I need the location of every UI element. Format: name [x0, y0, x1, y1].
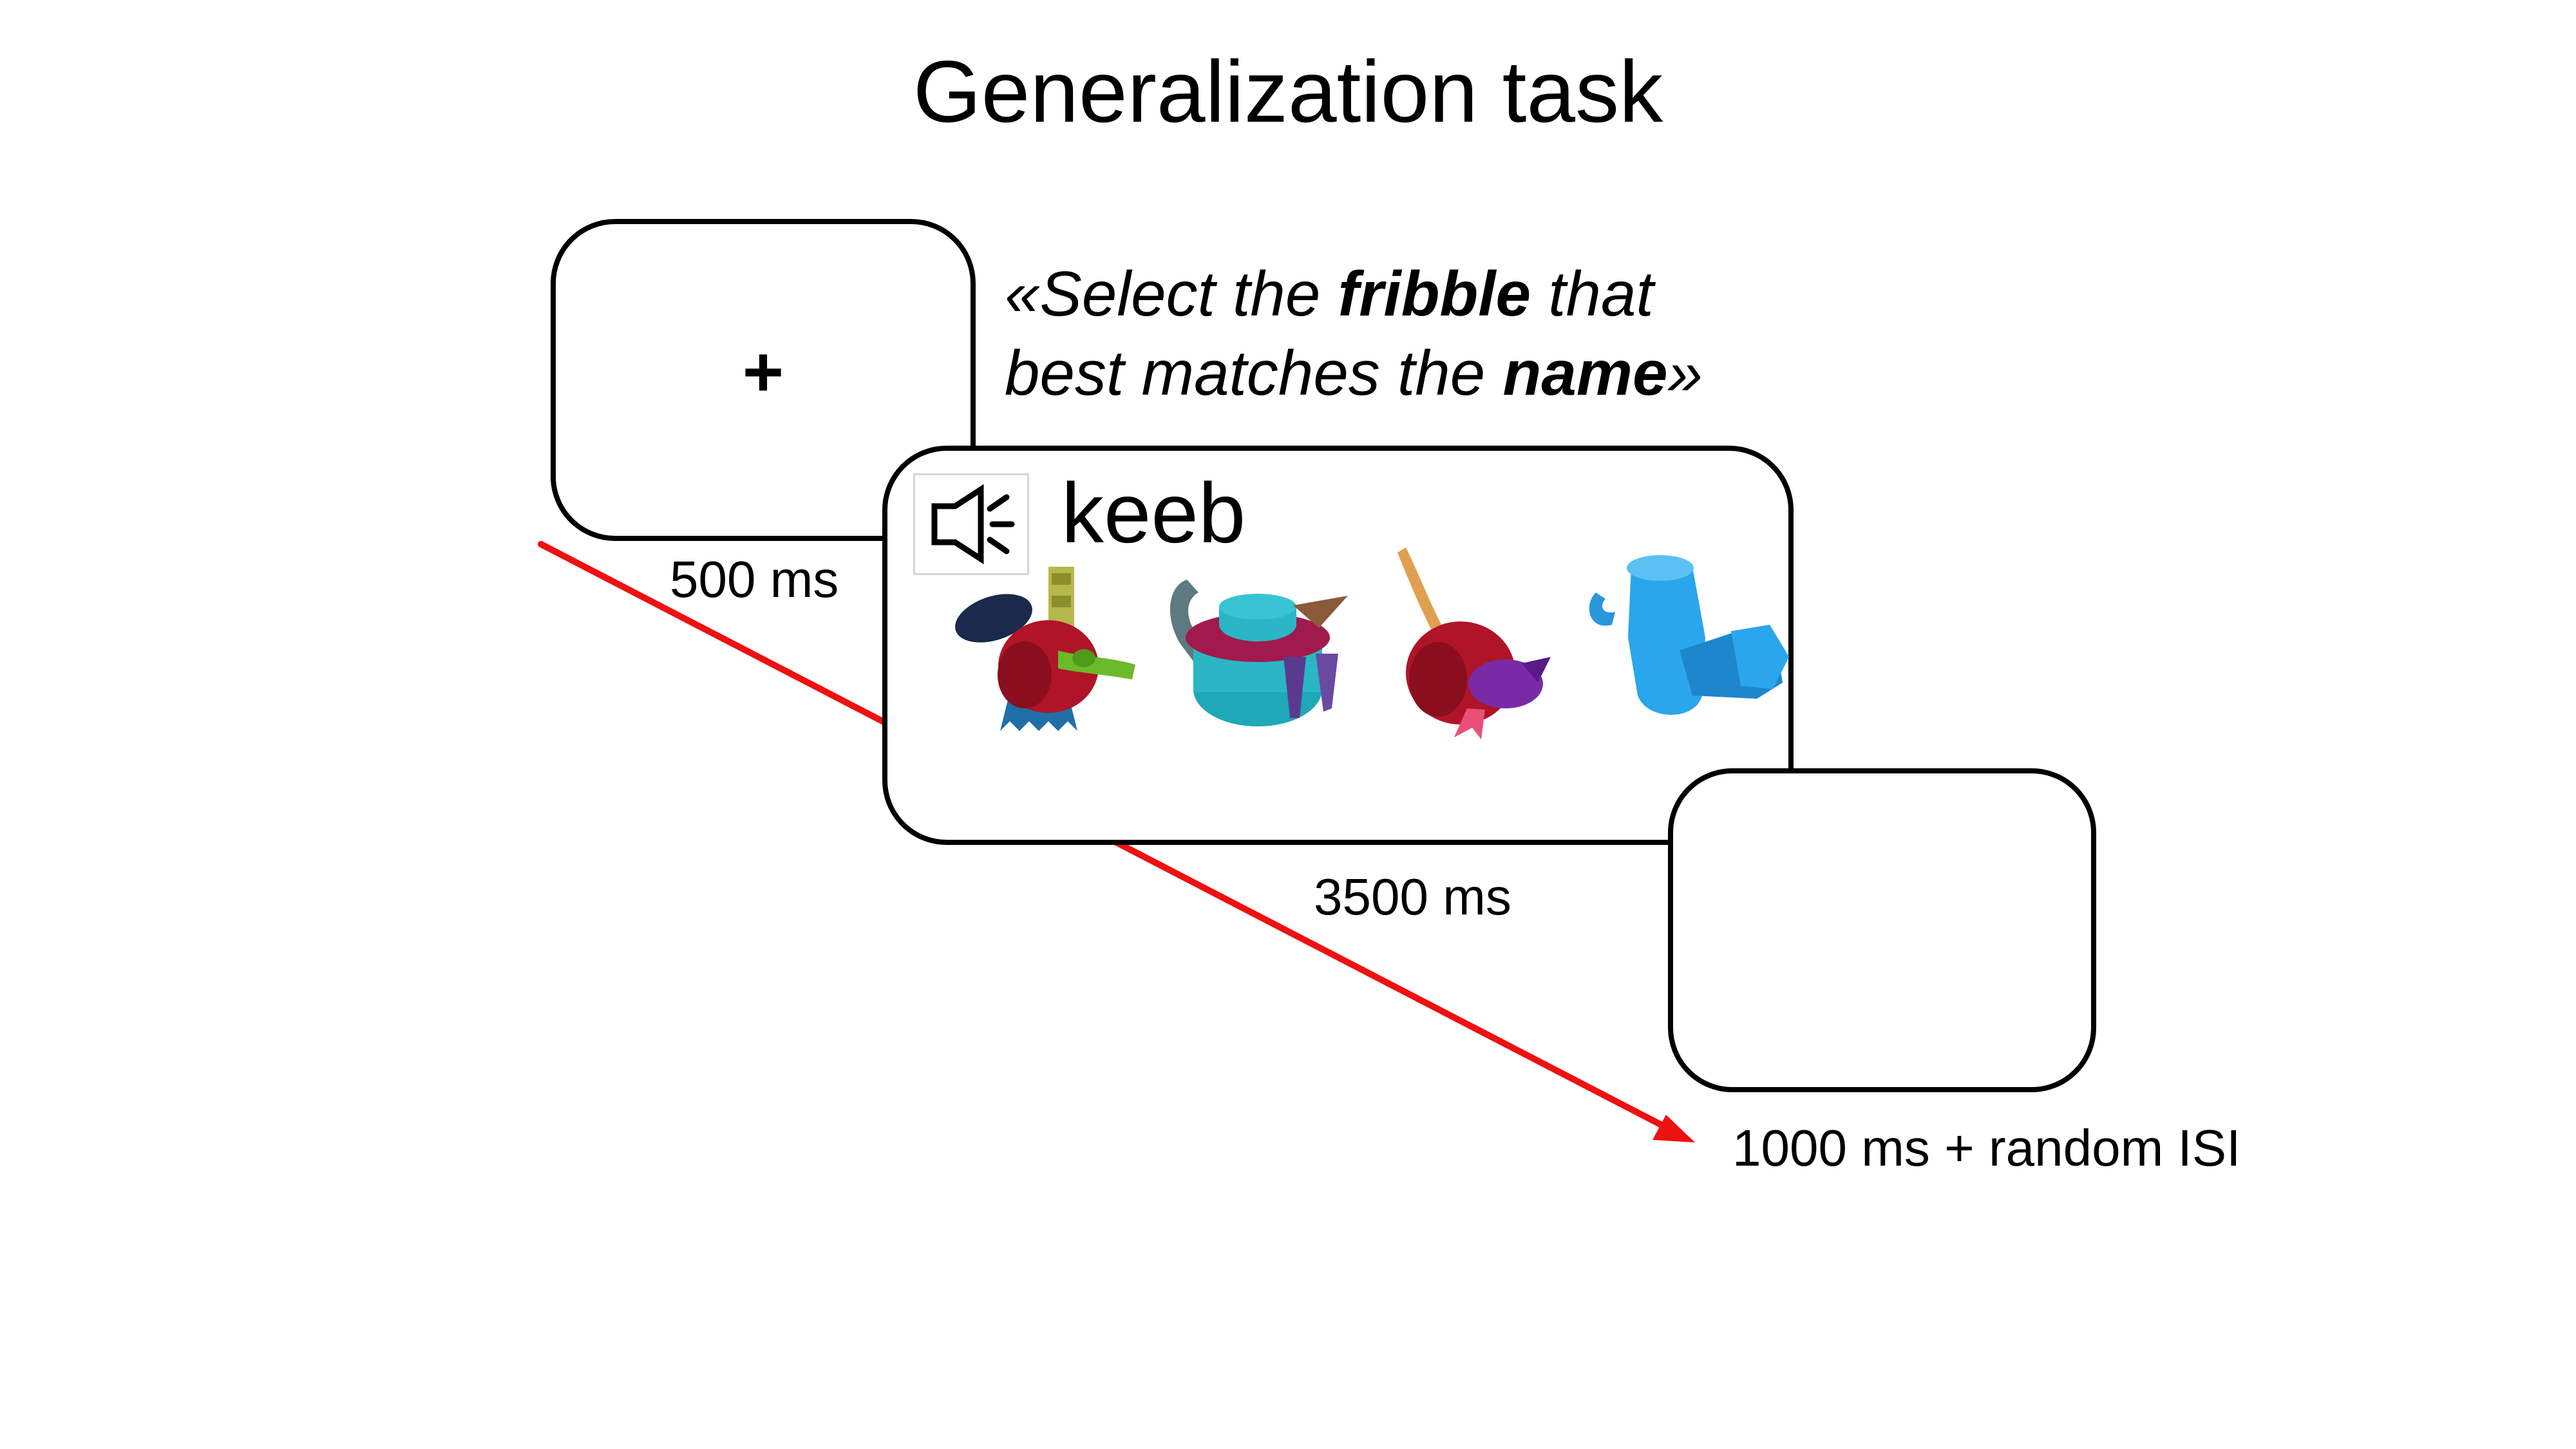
instruction-part: » — [1667, 337, 1703, 408]
diagram-title: Generalization task — [913, 43, 1663, 140]
audio-button[interactable] — [913, 473, 1029, 575]
fixation-duration: 500 ms — [670, 551, 839, 608]
spoken-word: keeb — [1061, 466, 1246, 560]
instruction-part: «Select the — [1005, 258, 1338, 329]
fixation-cross: + — [742, 332, 784, 412]
fribble-3[interactable] — [1377, 535, 1570, 741]
instruction-keyword: fribble — [1338, 258, 1531, 329]
speaker-icon — [931, 484, 1015, 565]
blank-screen — [1668, 768, 2096, 1092]
instruction-part: that — [1531, 258, 1654, 329]
fribble-4[interactable] — [1577, 547, 1789, 734]
instruction-text: «Select the fribble that best matches th… — [1005, 254, 1703, 413]
fribble-2[interactable] — [1155, 560, 1367, 741]
instruction-part: best matches the — [1005, 337, 1503, 408]
fribble-1[interactable] — [949, 567, 1142, 741]
instruction-keyword: name — [1502, 337, 1668, 408]
stimulus-duration: 3500 ms — [1314, 868, 1511, 925]
blank-duration: 1000 ms + random ISI — [1732, 1119, 2241, 1177]
stimulus-screen: keeb — [882, 446, 1794, 845]
